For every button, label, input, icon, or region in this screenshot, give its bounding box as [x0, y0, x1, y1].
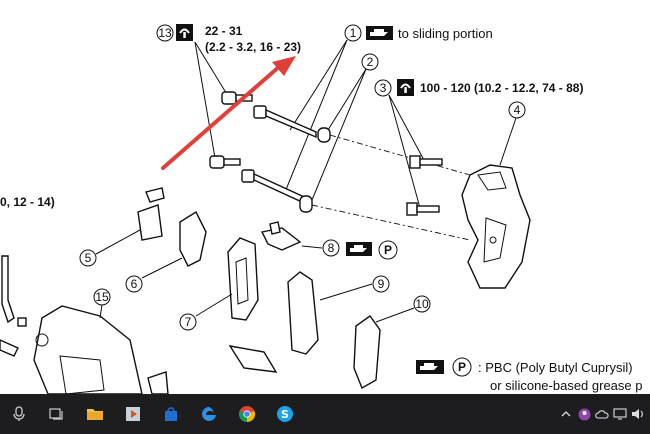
grease-legend: P : PBC (Poly Butyl Cuprysil) or silicon…: [416, 357, 642, 393]
task-view-button[interactable]: [38, 394, 76, 434]
caliper-body: [33, 305, 169, 394]
callout-6: 6: [125, 275, 143, 293]
system-tray: [558, 394, 650, 434]
brake-hose: [0, 255, 27, 357]
chrome-browser-button[interactable]: [228, 394, 266, 434]
grease-type-letter: P: [384, 243, 392, 257]
callout-7-number: 7: [185, 315, 192, 329]
torque-left-partial: 0, 12 - 14): [0, 195, 55, 209]
torque-13-value-alt: (2.2 - 3.2, 16 - 23): [205, 40, 301, 54]
skype-icon: S: [277, 406, 293, 422]
microphone-button[interactable]: [0, 394, 38, 434]
callout-3-number: 3: [380, 81, 387, 95]
bracket-bolt-lower: [406, 202, 440, 216]
pad-retainer-upper: [137, 187, 165, 241]
callout-4: 4: [508, 101, 526, 119]
edge-browser-button[interactable]: [190, 394, 228, 434]
callout-8-number: 8: [328, 241, 335, 255]
onedrive-icon: [595, 410, 609, 419]
torque-member: [461, 164, 531, 289]
callout-5: 5: [79, 249, 97, 267]
outer-shim: [353, 315, 381, 390]
file-explorer-button[interactable]: [76, 394, 114, 434]
legend-grease-type: : PBC (Poly Butyl Cuprysil): [478, 360, 633, 375]
wear-indicator-clip: [260, 221, 302, 251]
callout-9-number: 9: [378, 277, 385, 291]
volume-button[interactable]: [630, 394, 646, 434]
callout-15: 15: [93, 288, 111, 306]
grease-type-badge: P: [378, 240, 398, 260]
legend-grease-alt: or silicone-based grease p: [490, 378, 642, 393]
grease-note: to sliding portion: [398, 26, 493, 41]
avatar-icon: [578, 408, 590, 420]
callout-15-number: 15: [95, 290, 109, 304]
skype-button[interactable]: S: [266, 394, 304, 434]
grease-application-icon: [366, 26, 393, 40]
torque-wrench-icon: [176, 24, 193, 41]
network-button[interactable]: [612, 394, 628, 434]
callout-7: 7: [179, 313, 197, 331]
show-hidden-icons-button[interactable]: [558, 394, 574, 434]
legend-grease-letter: P: [458, 360, 466, 374]
task-view-icon: [49, 408, 63, 420]
brake-caliper-exploded-diagram: 13 22 - 31 (2.2 - 3.2, 16 - 23) 1 to sli…: [0, 24, 642, 394]
chevron-up-icon: [561, 411, 571, 417]
outer-brake-pad: [287, 271, 319, 355]
callout-3: 3: [374, 79, 392, 97]
pad-retainer-lower: [228, 345, 278, 373]
callout-2: 2: [361, 53, 379, 71]
callout-6-number: 6: [131, 277, 138, 291]
callout-9: 9: [372, 275, 390, 293]
media-player-button[interactable]: [114, 394, 152, 434]
torque-13-value: 22 - 31: [205, 24, 243, 38]
torque-3-value: 100 - 120 (10.2 - 12.2, 74 - 88): [420, 81, 583, 95]
callout-1-number: 1: [350, 26, 357, 40]
callout-13-number: 13: [158, 26, 172, 40]
callout-10: 10: [413, 295, 431, 313]
inner-shim: [179, 210, 207, 267]
callout-5-number: 5: [85, 251, 92, 265]
annotation-arrow: [161, 56, 296, 170]
network-icon: [613, 408, 627, 420]
media-player-icon: [126, 407, 140, 421]
chrome-icon: [238, 406, 256, 423]
callout-1: 1: [344, 24, 362, 42]
lower-guide-pin: [209, 155, 313, 213]
callout-10-number: 10: [415, 297, 429, 311]
grease-application-icon: [346, 242, 372, 256]
upper-guide-pin: [221, 91, 331, 143]
inner-brake-pad: [227, 237, 259, 321]
callout-13: 13: [156, 24, 174, 42]
edge-icon: [202, 407, 216, 421]
callout-8: 8: [322, 239, 340, 257]
windows-taskbar: S: [0, 394, 650, 434]
torque-wrench-icon: [397, 79, 414, 96]
store-button[interactable]: [152, 394, 190, 434]
svg-text:S: S: [281, 408, 289, 421]
user-avatar-button[interactable]: [576, 394, 592, 434]
volume-icon: [632, 409, 643, 419]
callout-4-number: 4: [514, 103, 521, 117]
file-explorer-icon: [87, 409, 103, 420]
microphone-icon: [13, 406, 25, 421]
store-icon: [165, 407, 177, 421]
onedrive-button[interactable]: [594, 394, 610, 434]
bracket-bolt-upper: [409, 155, 443, 169]
callout-2-number: 2: [367, 55, 374, 69]
